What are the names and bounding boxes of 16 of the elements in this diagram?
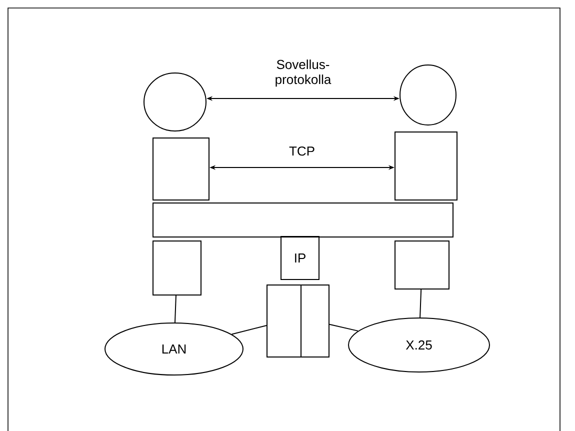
connector-line — [329, 324, 359, 332]
box — [394, 132, 458, 200]
connector-line — [174, 295, 176, 323]
box — [152, 240, 202, 296]
connector-line — [420, 289, 422, 318]
connector-line — [231, 324, 267, 335]
box — [266, 284, 302, 358]
layer-bar — [152, 202, 454, 238]
labeled-box: IP — [280, 236, 320, 280]
box — [152, 138, 210, 200]
circle — [144, 72, 206, 132]
circle — [400, 64, 456, 126]
edge-label: TCP — [289, 146, 314, 156]
box — [300, 284, 330, 358]
box — [394, 240, 450, 290]
edge-label: Sovellus- protokolla — [276, 60, 332, 87]
